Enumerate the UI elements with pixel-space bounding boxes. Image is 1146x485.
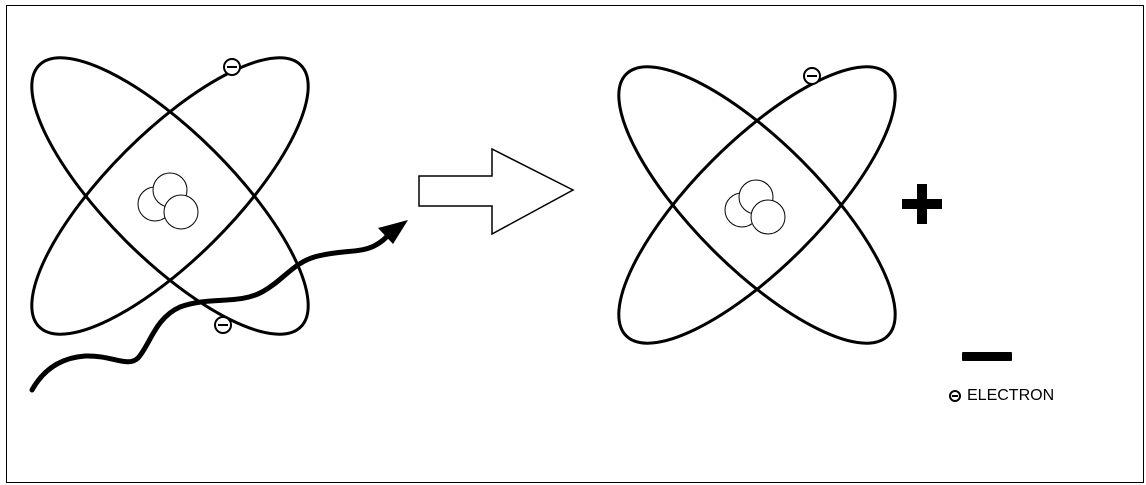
left-atom-orbit-1 xyxy=(30,56,310,336)
left-nucleus-particle-3 xyxy=(163,194,199,230)
wave-path xyxy=(29,231,392,393)
right-atom-nucleus xyxy=(724,179,786,235)
negative-charge-icon xyxy=(962,352,1012,361)
right-electron-top xyxy=(803,67,821,85)
legend: ELECTRON xyxy=(949,387,1054,405)
diagram-frame xyxy=(6,5,1144,483)
left-atom xyxy=(30,56,310,336)
left-atom-nucleus xyxy=(137,172,199,230)
process-arrow xyxy=(418,147,575,236)
left-electron-top xyxy=(223,58,241,76)
positive-charge-icon xyxy=(902,184,942,224)
right-atom xyxy=(617,65,897,345)
right-nucleus-particle-3 xyxy=(750,199,786,235)
right-atom-orbit-1 xyxy=(617,65,897,345)
right-atom-orbit-2 xyxy=(617,65,897,345)
left-electron-bottom xyxy=(214,316,232,334)
left-atom-orbit-2 xyxy=(30,56,310,336)
legend-label: ELECTRON xyxy=(967,387,1055,404)
electron-symbol-icon xyxy=(949,390,961,402)
wave-arrowhead xyxy=(378,220,408,244)
incoming-wave-arrow xyxy=(29,220,408,393)
